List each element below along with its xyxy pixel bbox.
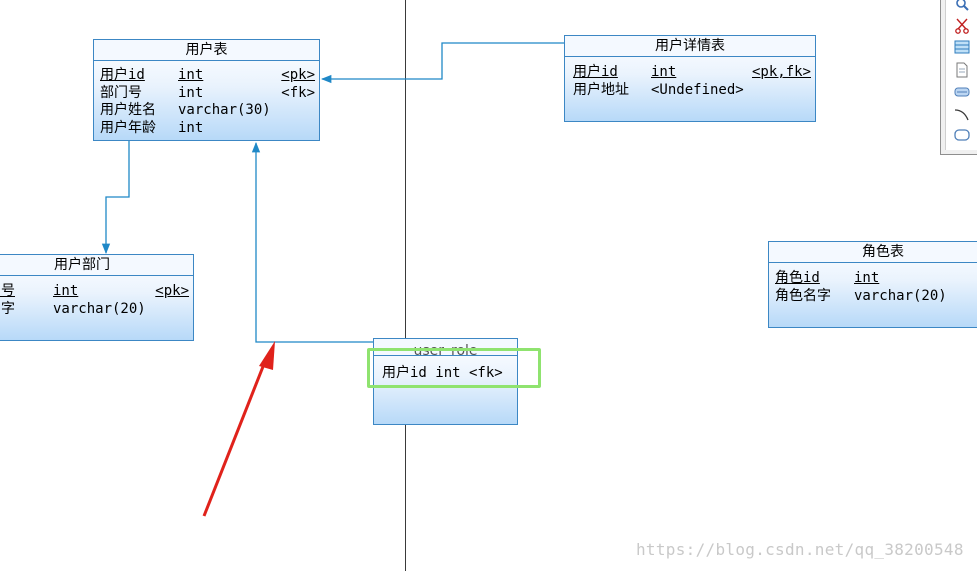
column-name: 用户姓名 (100, 102, 156, 118)
dept-table-row: 门名字 varchar(20) (0, 301, 193, 319)
column-key: <fk> (281, 84, 315, 101)
column-name: 用户年龄 (100, 119, 156, 136)
palette-toolbar (940, 0, 977, 155)
column-type: int (53, 283, 79, 299)
column-key: <pk,fk> (751, 64, 811, 80)
column-name: 用户id (100, 67, 145, 83)
scissors-icon[interactable] (954, 18, 970, 34)
column-type: int (178, 67, 204, 83)
user-table-row: 用户id int <pk> (94, 67, 319, 85)
column-name: 用户地址 (573, 81, 629, 98)
red-arrow-head (259, 341, 275, 370)
user-detail-table-row: 用户地址 <Undefined> (565, 82, 815, 100)
column-type: varchar(20) (854, 287, 947, 304)
role-table[interactable]: 角色表 角色id int <pk 角色名字 varchar(20) (768, 241, 977, 328)
divider-line (405, 0, 406, 571)
user-role-table-row: 用户id int <fk> (374, 365, 517, 383)
page-icon[interactable] (954, 62, 970, 78)
user-detail-table-row: 用户id int <pk,fk> (565, 64, 815, 82)
user-table[interactable]: 用户表 用户id int <pk> 部门号 int <fk> 用户姓名 varc… (93, 39, 320, 141)
role-table-title: 角色表 (769, 242, 977, 263)
column-definition: 用户id int <fk> (382, 365, 503, 381)
column-type: int (854, 270, 880, 286)
role-table-row: 角色名字 varchar(20) (769, 288, 977, 306)
view-icon[interactable] (954, 84, 970, 100)
column-type: int (178, 119, 204, 136)
watermark: https://blog.csdn.net/qq_38200548 (636, 540, 964, 559)
column-name: 用户id (573, 64, 618, 80)
zoom-icon[interactable] (954, 0, 970, 16)
connector-user-to-dept[interactable] (101, 141, 130, 255)
user-detail-table-title: 用户详情表 (565, 36, 815, 57)
column-type: int (178, 84, 204, 101)
table-icon[interactable] (954, 39, 970, 55)
column-type: varchar(30) (178, 102, 271, 118)
role-table-row: 角色id int <pk (769, 270, 977, 288)
user-detail-table[interactable]: 用户详情表 用户id int <pk,fk> 用户地址 <Undefined> (564, 35, 816, 122)
dept-table-title: 用户部门 (0, 255, 193, 276)
dept-table[interactable]: 用户部门 门号 int <pk> 门名字 varchar(20) (0, 254, 194, 341)
user-role-table-title: user_role (374, 339, 517, 356)
column-key: <pk> (281, 67, 315, 83)
user-table-row: 部门号 int <fk> (94, 85, 319, 103)
column-name: 门号 (0, 283, 15, 299)
highlight-box (367, 348, 541, 388)
user-table-row: 用户年龄 int (94, 120, 319, 138)
connector-userrole-to-user[interactable] (251, 141, 374, 343)
user-table-title: 用户表 (94, 40, 319, 61)
red-annotation-arrow (202, 358, 268, 517)
column-name: 部门号 (100, 84, 142, 101)
column-type: <Undefined> (651, 81, 744, 98)
column-type: int (651, 64, 677, 80)
dept-table-row: 门号 int <pk> (0, 283, 193, 301)
column-key: <pk> (155, 283, 189, 299)
column-name: 门名字 (0, 300, 15, 317)
user-table-row: 用户姓名 varchar(30) (94, 102, 319, 120)
arc-icon[interactable] (954, 106, 970, 122)
column-name: 角色id (775, 270, 820, 286)
connector-detail-to-user[interactable] (320, 42, 565, 84)
column-name: 角色名字 (775, 287, 831, 304)
column-type: varchar(20) (53, 300, 146, 317)
user-role-table[interactable]: user_role 用户id int <fk> (373, 338, 518, 425)
palette-panel (945, 0, 977, 150)
rounded-rect-icon[interactable] (954, 127, 970, 143)
